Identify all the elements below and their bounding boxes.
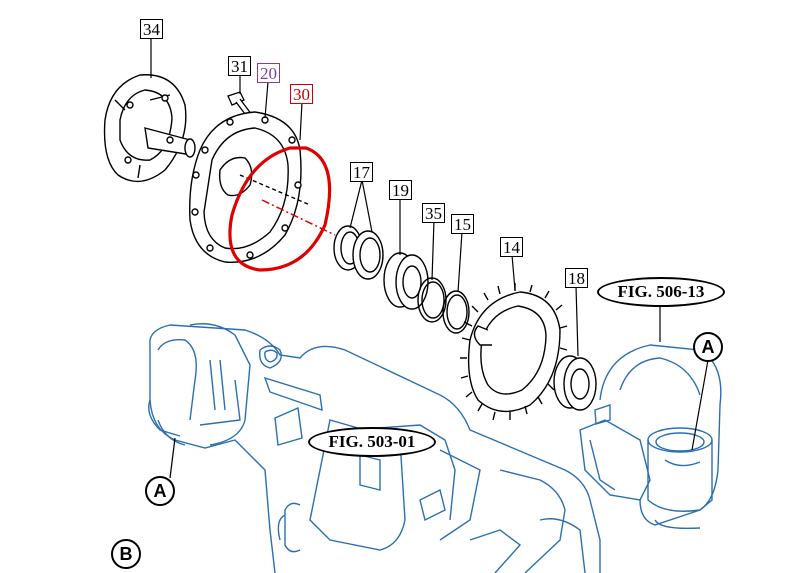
right-hub-blue: [579, 344, 722, 530]
highlight-ring-30: [228, 146, 332, 272]
connector-a-right: A: [693, 332, 723, 362]
callout-17: 17: [350, 162, 373, 182]
callout-15: 15: [451, 214, 474, 234]
axle-housing-blue: [148, 323, 601, 573]
callout-35: 35: [422, 203, 445, 223]
callout-18: 18: [565, 268, 588, 288]
cover-30: [189, 111, 311, 263]
seal-ring-17: [333, 225, 384, 280]
callout-19: 19: [389, 180, 412, 200]
callout-31: 31: [228, 56, 251, 76]
shim-35: [417, 277, 447, 323]
dash-dot-axis: [261, 199, 336, 236]
bearing-18: [553, 355, 597, 411]
bearing-19: [383, 252, 429, 310]
figure-ref-503-01[interactable]: FIG. 503-01: [308, 427, 436, 457]
callout-34: 34: [140, 19, 163, 39]
callout-14: 14: [500, 237, 523, 257]
figure-ref-506-13[interactable]: FIG. 506-13: [597, 277, 725, 307]
callout-30: 30: [290, 84, 313, 104]
ring-gear-14: [460, 283, 568, 421]
flange-yoke-34: [103, 74, 196, 183]
connector-b: B: [111, 539, 141, 569]
connector-a-left: A: [145, 476, 175, 506]
callout-20: 20: [257, 63, 280, 83]
leader-lines: [150, 38, 709, 479]
snap-ring-15: [442, 290, 470, 334]
